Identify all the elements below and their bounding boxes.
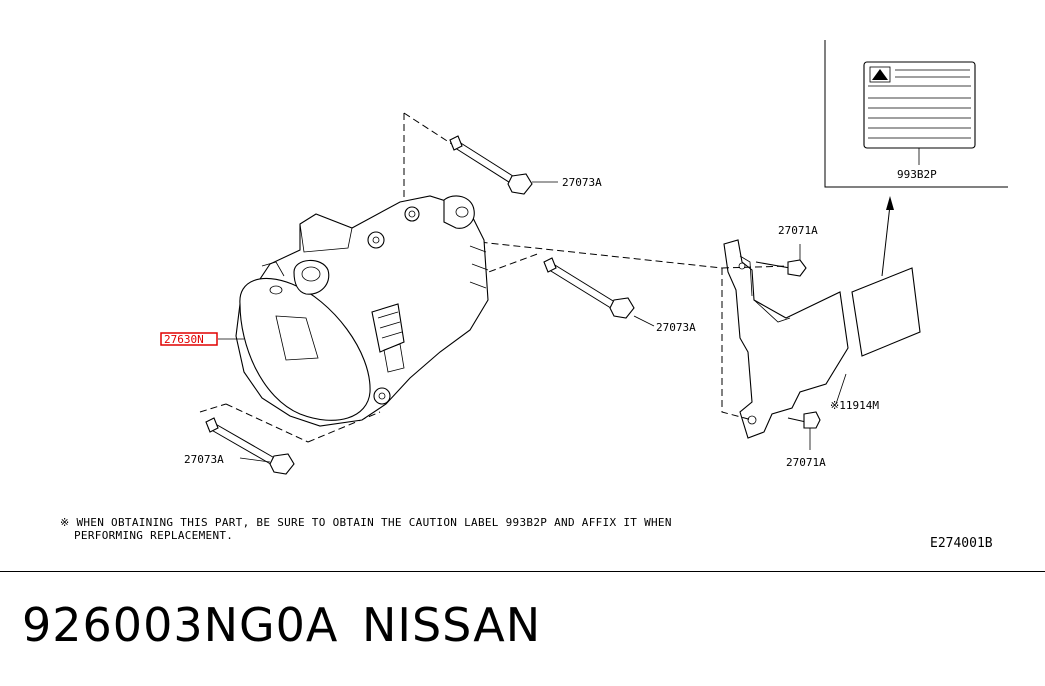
diagram-code: E274001B [930, 536, 993, 551]
label-screw-bottom[interactable]: 27071A [786, 456, 826, 469]
label-bolt-mid[interactable]: 27073A [656, 321, 696, 334]
bolt-bottom [205, 417, 295, 475]
label-bolt-bottom[interactable]: 27073A [184, 453, 224, 466]
compressor-callout[interactable]: 27630N [160, 332, 244, 346]
label-screw-top[interactable]: 27071A [778, 224, 818, 237]
footer-divider [0, 571, 1045, 572]
bracket [723, 239, 849, 439]
footer-brand: NISSAN [362, 598, 542, 652]
label-bolt-top[interactable]: 27073A [562, 176, 602, 189]
label-compressor[interactable]: 27630N [164, 333, 204, 346]
screw-top [755, 244, 807, 277]
footer-part-number: 926003NG0A [22, 598, 339, 652]
screw-bottom [787, 411, 821, 450]
note-line-2: PERFORMING REPLACEMENT. [74, 529, 233, 542]
warning-icon [872, 69, 888, 80]
bracket-leader [835, 373, 847, 405]
label-bracket[interactable]: ※11914M [830, 399, 879, 412]
note-line-1: ※ WHEN OBTAINING THIS PART, BE SURE TO O… [60, 516, 672, 529]
caution-label-code[interactable]: 993B2P [897, 168, 937, 181]
caution-label-inset: 993B2P [824, 40, 1008, 188]
bolt-mid [543, 257, 655, 327]
bracket-label [851, 267, 921, 357]
label-arrow [881, 196, 894, 277]
bolt-top [449, 135, 558, 195]
compressor [235, 195, 489, 427]
